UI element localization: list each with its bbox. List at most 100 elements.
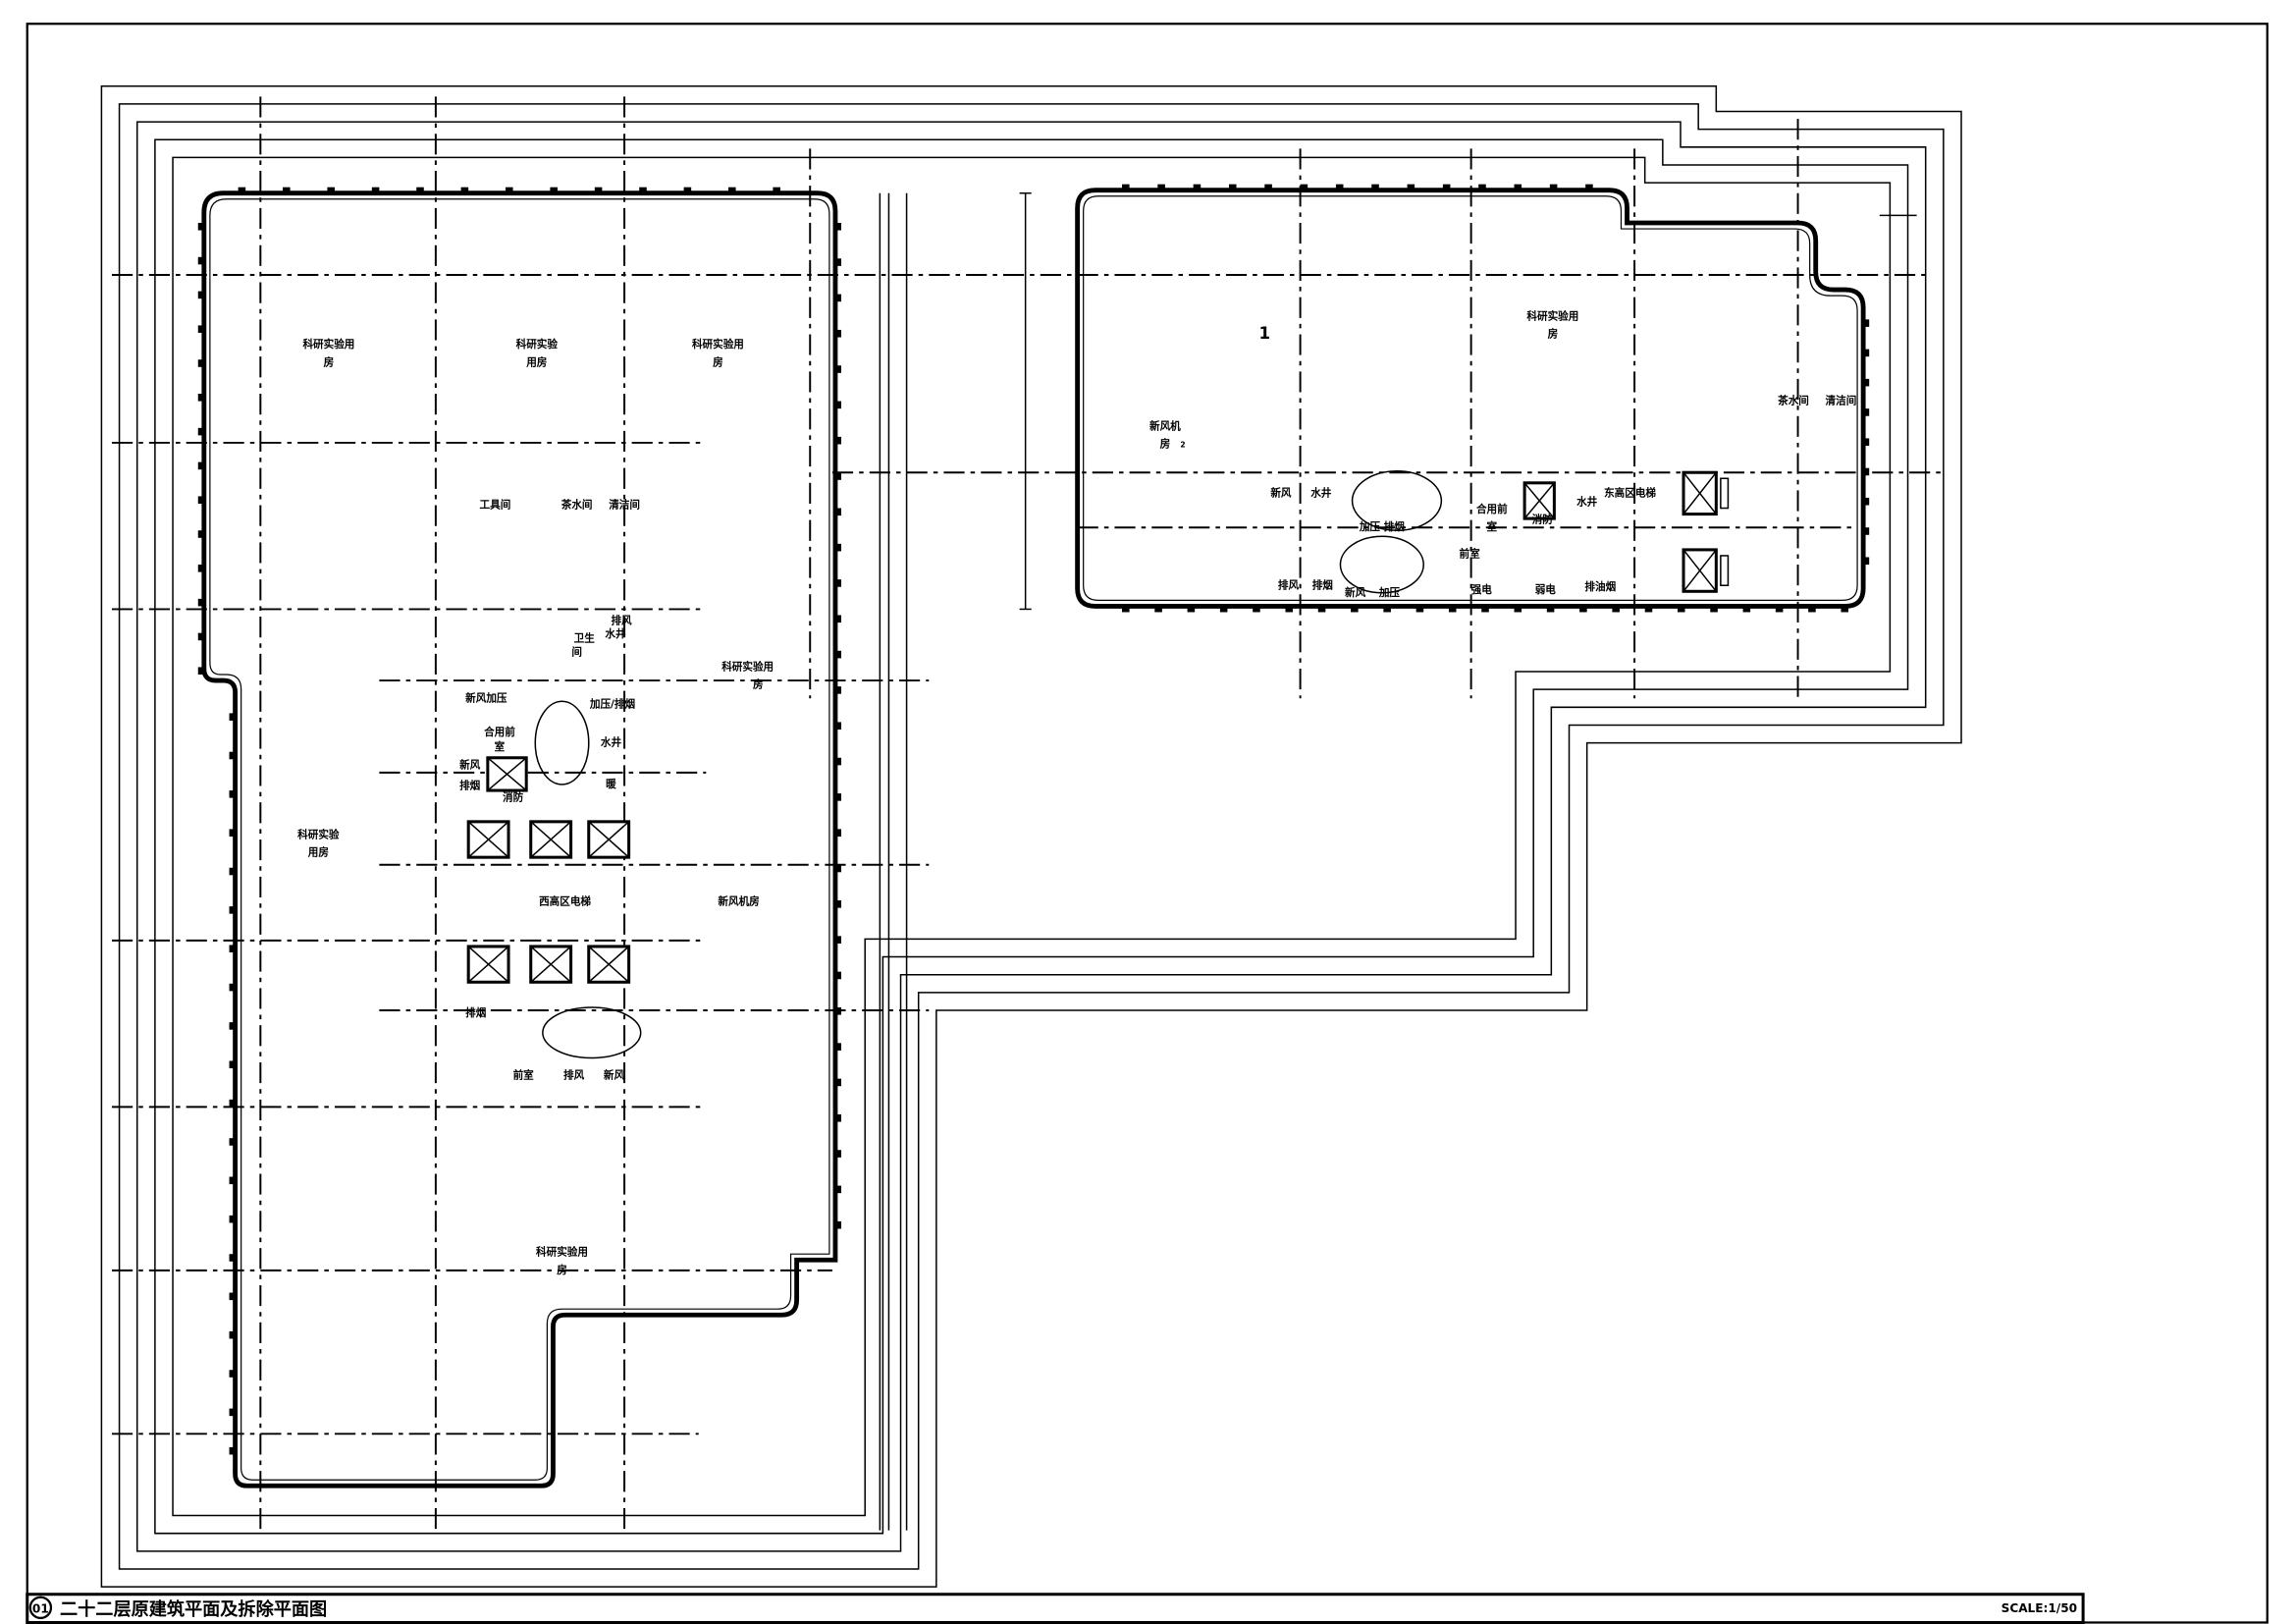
column-tick — [550, 187, 558, 193]
column-tick — [197, 530, 204, 538]
room-label: 排油烟 — [1584, 580, 1616, 593]
column-tick — [197, 222, 204, 231]
room-label: 水井 — [600, 736, 622, 749]
column-tick — [283, 187, 291, 193]
column-tick — [1154, 606, 1162, 613]
column-tick — [834, 650, 842, 659]
room-label: 清洁间 — [609, 499, 640, 512]
column-tick — [1808, 606, 1816, 613]
column-tick — [229, 1099, 236, 1108]
column-tick — [1415, 606, 1424, 613]
column-tick — [229, 945, 236, 953]
column-tick — [1193, 184, 1201, 190]
elevator-shaft-icon — [486, 756, 528, 792]
column-tick — [1481, 606, 1489, 613]
room-label: 房 — [323, 355, 335, 368]
room-label: 新风 — [604, 1069, 625, 1082]
room-label: 消防 — [503, 791, 524, 804]
room-label: 房 — [1547, 328, 1559, 341]
column-tick — [1407, 184, 1415, 190]
elevator-shaft-icon — [1682, 548, 1730, 593]
room-label: 用房 — [307, 846, 329, 859]
column-tick — [834, 222, 842, 231]
room-label: 排烟 — [1312, 578, 1334, 591]
room-label: 强电 — [1471, 583, 1493, 596]
column-tick — [197, 291, 204, 299]
column-tick — [1442, 184, 1451, 190]
column-tick — [1863, 408, 1870, 416]
column-tick — [834, 864, 842, 873]
stair-oval — [542, 1006, 642, 1059]
west-elevator-core — [466, 700, 642, 1059]
column-tick — [834, 829, 842, 837]
column-tick — [1549, 184, 1558, 190]
column-tick — [834, 936, 842, 944]
column-tick — [416, 187, 424, 193]
elevator-shaft-icon — [1682, 470, 1730, 516]
column-tick — [834, 365, 842, 373]
room-label: 新风加压 — [465, 691, 507, 704]
column-tick — [1219, 606, 1228, 613]
room-label: 室 — [1487, 520, 1498, 533]
room-label: 房 — [1159, 437, 1171, 450]
column-tick — [834, 508, 842, 516]
stair-oval — [1339, 535, 1424, 594]
column-tick — [197, 394, 204, 402]
stair-oval — [534, 700, 590, 785]
room-label: 室 — [495, 740, 506, 753]
column-tick — [229, 1138, 236, 1146]
room-label: 清洁间 — [1826, 395, 1857, 407]
room-label: 科研实验用 — [692, 338, 744, 351]
room-label: 排风 — [563, 1069, 585, 1082]
outline-offset-line — [154, 138, 1909, 1535]
elevator-shaft-icon — [466, 820, 510, 859]
column-tick — [834, 1113, 842, 1122]
column-tick — [1300, 184, 1308, 190]
elevator-shaft-icon — [587, 820, 631, 859]
column-tick — [238, 187, 246, 193]
marker-number: 2 — [1180, 440, 1185, 449]
outline-offset-line — [135, 121, 1927, 1552]
column-tick — [1863, 467, 1870, 476]
drawing-title: 二十二层原建筑平面及拆除平面图 — [60, 1598, 327, 1620]
column-tick — [834, 686, 842, 694]
room-labels: 科研实验用 房 科研实验 用房 科研实验用 房 工具间 茶水间 清洁间 排风 水… — [297, 309, 1856, 1276]
elevator-shaft-icon — [1522, 481, 1556, 520]
column-tick — [197, 359, 204, 367]
room-label: 茶水间 — [1778, 395, 1809, 407]
column-tick — [834, 401, 842, 409]
room-label: 水井 — [1575, 496, 1598, 509]
column-tick — [1677, 606, 1685, 613]
room-label: 科研实验 — [516, 338, 559, 351]
column-tick — [197, 461, 204, 470]
room-label: 卫生 — [574, 632, 596, 645]
column-tick — [728, 187, 736, 193]
column-tick — [1478, 184, 1486, 190]
column-tick — [834, 1150, 842, 1158]
grid-axes — [111, 96, 1947, 1531]
room-label: 合用前 — [1475, 503, 1508, 515]
column-tick — [1863, 378, 1870, 387]
column-tick — [1351, 606, 1359, 613]
column-tick — [229, 751, 236, 760]
column-tick — [229, 983, 236, 992]
room-label: 排烟 — [459, 780, 481, 792]
column-tick — [1187, 606, 1196, 613]
column-tick — [197, 496, 204, 504]
column-tick — [229, 1022, 236, 1030]
column-tick — [1546, 606, 1555, 613]
column-tick — [1612, 606, 1620, 613]
column-tick — [229, 1215, 236, 1223]
outline-offset-line — [172, 156, 1892, 1517]
column-tick — [834, 757, 842, 766]
column-tick — [1122, 184, 1130, 190]
elevator-shaft-icon — [587, 945, 631, 984]
room-label: 房 — [556, 1264, 567, 1276]
room-label: 科研实验用 — [536, 1246, 588, 1259]
column-tick — [1122, 606, 1130, 613]
column-tick — [1863, 438, 1870, 446]
column-tick — [197, 325, 204, 333]
outline-offset-line — [100, 85, 1962, 1588]
column-tick — [834, 1043, 842, 1051]
room-label: 西高区电梯 — [539, 895, 591, 908]
